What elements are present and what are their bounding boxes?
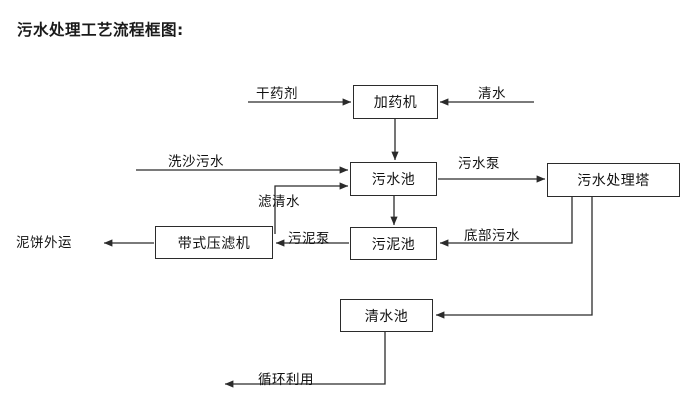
- node-sewage-pool[interactable]: 污水池: [350, 162, 437, 196]
- edge-filtered-water-to-sewage-pool: [274, 182, 349, 234]
- edge-label-bottom-sewage: 底部污水: [464, 228, 520, 244]
- edge-label-sewage-pump: 污水泵: [458, 156, 500, 172]
- edge-label-filtered-water: 滤清水: [258, 194, 300, 210]
- node-treatment-tower-label: 污水处理塔: [577, 173, 650, 189]
- edge-label-sand-wash-sewage: 洗沙污水: [168, 154, 224, 170]
- node-treatment-tower[interactable]: 污水处理塔: [547, 163, 680, 197]
- edge-label-dry-chemical: 干药剂: [256, 86, 298, 102]
- edge-label-recycling-reuse: 循环利用: [258, 372, 314, 388]
- edge-recycling-reuse-outlet: [224, 332, 386, 388]
- node-sludge-pool-label: 污泥池: [371, 236, 416, 253]
- node-dosing-machine-label: 加药机: [373, 95, 418, 111]
- node-sewage-pool-label: 污水池: [371, 172, 416, 188]
- page-title: 污水处理工艺流程框图:: [17, 21, 184, 39]
- node-clear-water-pool-label: 清水池: [364, 308, 409, 325]
- terminal-label-mud-cake-out: 泥饼外运: [16, 235, 72, 251]
- edge-bottom-sewage-to-sludge-pool: [439, 197, 573, 247]
- node-clear-water-pool[interactable]: 清水池: [340, 299, 433, 332]
- node-sludge-pool[interactable]: 污泥池: [350, 227, 437, 260]
- node-dosing-machine[interactable]: 加药机: [353, 85, 438, 119]
- edge-treatment-tower-to-clear-water-pool: [435, 197, 593, 319]
- edge-label-clean-water: 清水: [478, 86, 506, 102]
- node-belt-filter-press[interactable]: 带式压滤机: [155, 226, 273, 259]
- node-belt-filter-press-label: 带式压滤机: [177, 235, 251, 252]
- edge-label-sludge-pump: 污泥泵: [288, 231, 330, 247]
